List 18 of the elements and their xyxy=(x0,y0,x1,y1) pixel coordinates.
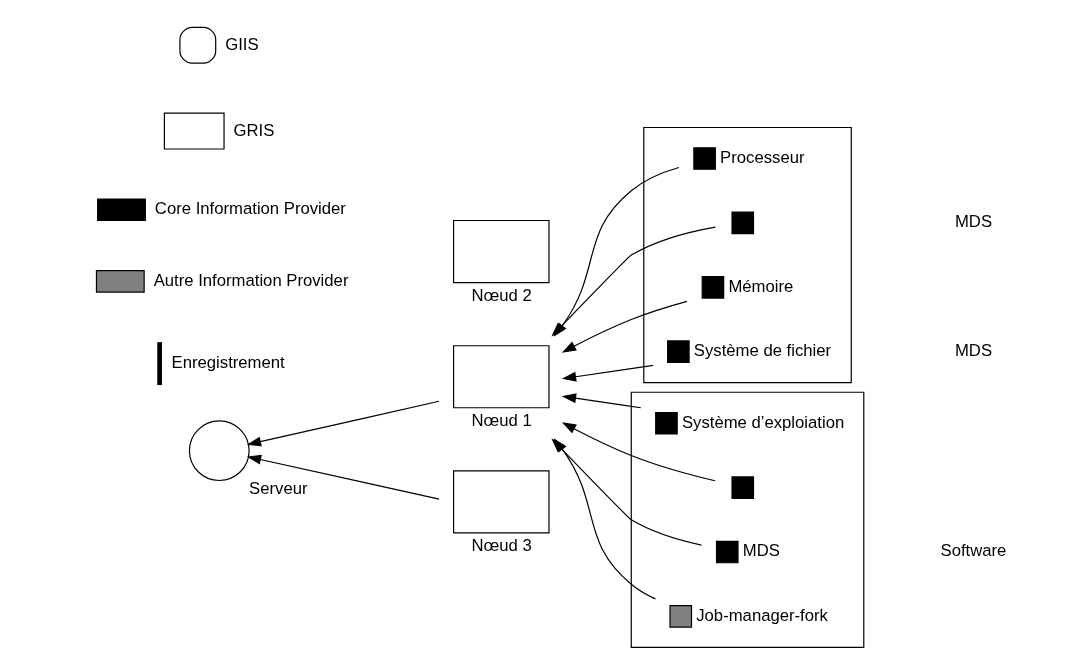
node-label: Nœud 1 xyxy=(470,410,532,430)
node-label: MDS xyxy=(742,541,780,561)
legend-label: Core Information Provider xyxy=(154,199,346,219)
node-label: Serveur xyxy=(248,478,308,498)
node-label: Système d’exploiation xyxy=(681,412,844,432)
legend-label: Autre Information Provider xyxy=(153,270,348,290)
node-label: Système de fichier xyxy=(693,341,831,361)
node-label: Processeur xyxy=(719,147,804,167)
label: Software xyxy=(940,541,1006,561)
node-label: Mémoire xyxy=(727,276,793,296)
legend-label: GRIS xyxy=(233,120,274,140)
label: MDS xyxy=(954,212,992,232)
legend-label: GIIS xyxy=(224,34,259,54)
node-label: Nœud 2 xyxy=(470,285,532,305)
node-label: Job-manager-fork xyxy=(695,605,828,625)
legend-label: Enregistrement xyxy=(171,353,285,373)
label: MDS xyxy=(954,341,992,361)
node-label: Nœud 3 xyxy=(470,536,532,556)
